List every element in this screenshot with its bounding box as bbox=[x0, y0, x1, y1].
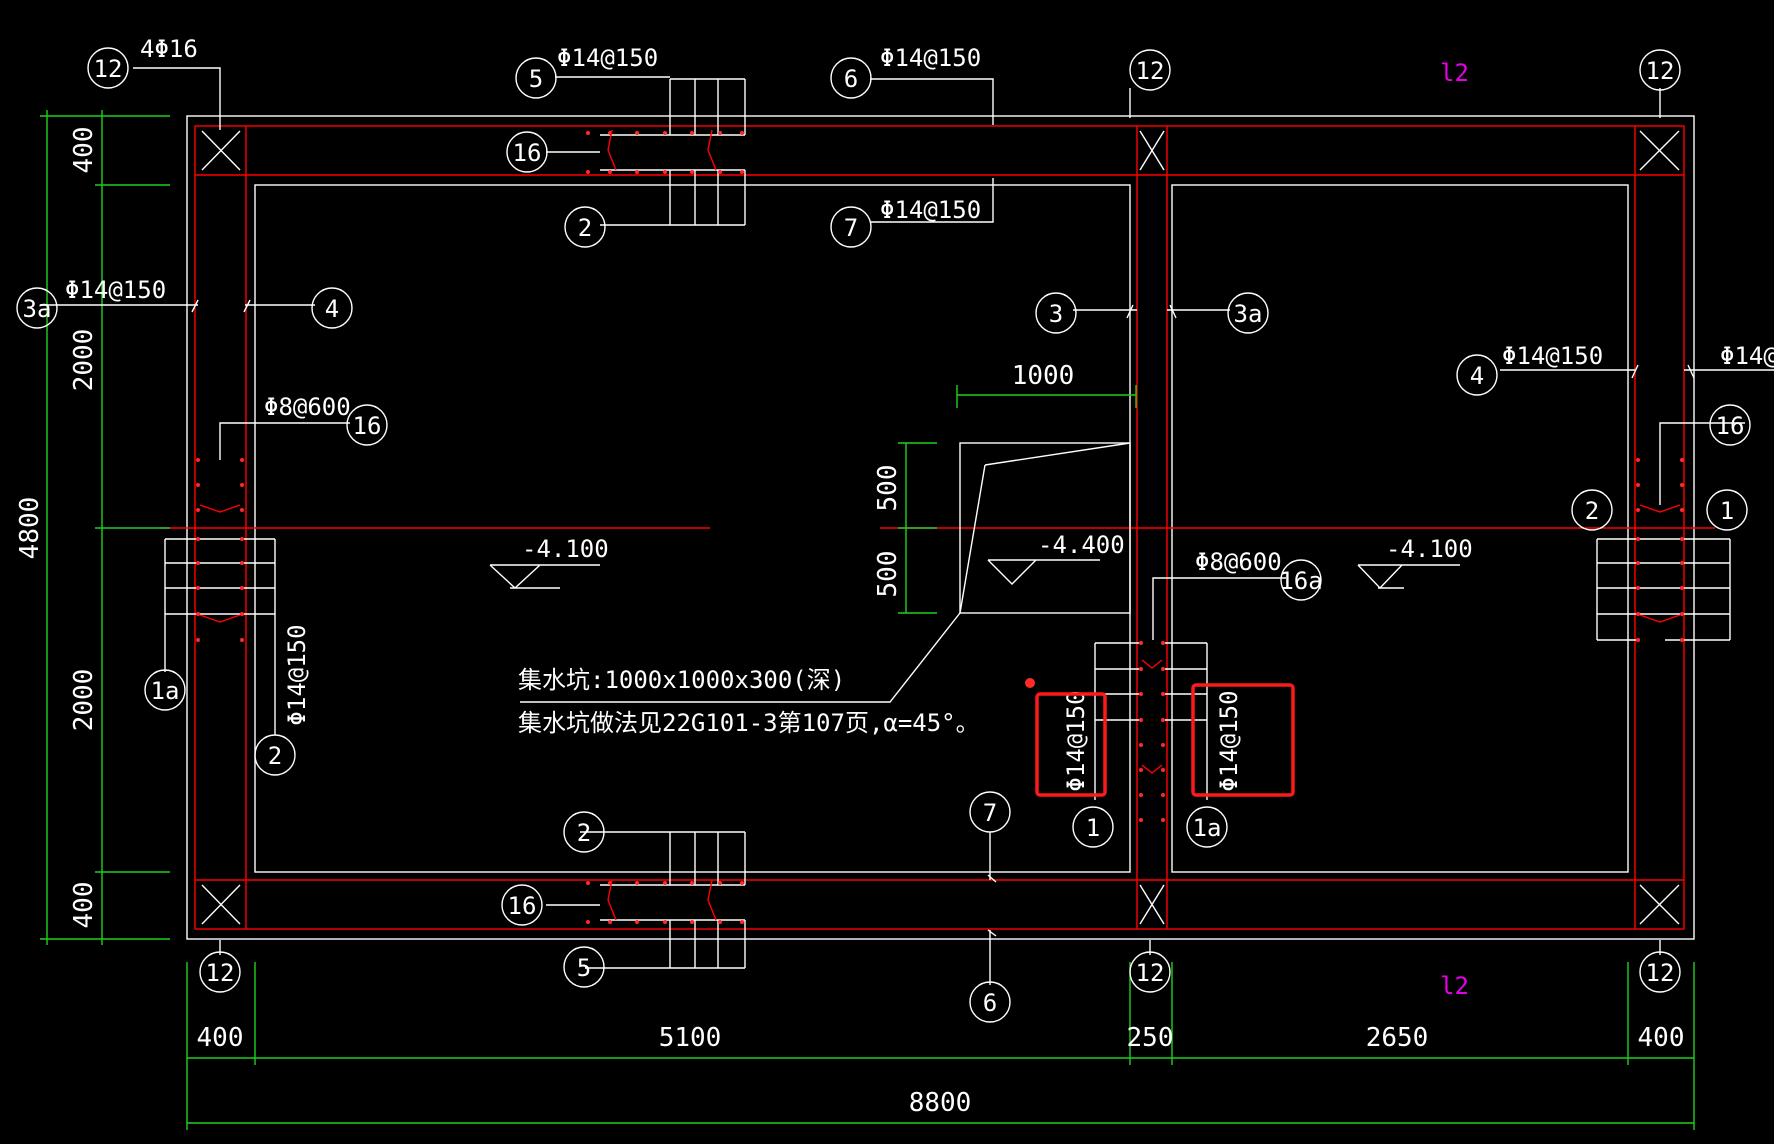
rebar-details bbox=[164, 78, 1731, 969]
spec-right-4: Φ14@150 bbox=[1502, 342, 1603, 370]
axis-label-top: l2 bbox=[1440, 59, 1469, 87]
dim-left-total: 4800 bbox=[15, 497, 45, 560]
dim-left-2000-bottom: 2000 bbox=[69, 669, 99, 732]
bar-mark-numbers: 12 12 12 12 12 12 5 16 2 6 7 3a 4 16 1a … bbox=[23, 55, 1745, 1017]
dim-pit-height-upper: 500 bbox=[873, 465, 903, 512]
mark-4-right: 4 bbox=[1470, 362, 1484, 390]
bar-mark-circles bbox=[16, 47, 1751, 1023]
mark-5-top: 5 bbox=[529, 65, 543, 93]
spec-top-6: Φ14@150 bbox=[880, 44, 981, 72]
spec-left-2-vertical: Φ14@150 bbox=[283, 624, 311, 725]
mark-3a-left: 3a bbox=[23, 295, 52, 323]
spec-tie-left: Φ8@600 bbox=[264, 393, 351, 421]
spec-mid-1-vertical: Φ14@150 bbox=[1062, 690, 1090, 791]
column-cross-marks bbox=[201, 130, 1680, 925]
mark-16-left: 16 bbox=[353, 412, 382, 440]
dim-bottom-400-left: 400 bbox=[197, 1023, 244, 1053]
mark-1a-middle: 1a bbox=[1193, 814, 1222, 842]
spec-top-5: Φ14@150 bbox=[557, 44, 658, 72]
mark-2-top: 2 bbox=[578, 214, 592, 242]
mark-6-bottom: 6 bbox=[983, 989, 997, 1017]
highlight-box-left bbox=[1035, 692, 1107, 797]
mark-2-bottom: 2 bbox=[577, 819, 591, 847]
spec-left-3a: Φ14@150 bbox=[65, 276, 166, 304]
mark-5-bottom: 5 bbox=[577, 954, 591, 982]
dim-left-2000-top: 2000 bbox=[69, 329, 99, 392]
elevation-pit: -4.400 bbox=[1038, 531, 1125, 559]
mark-3a-middle: 3a bbox=[1234, 300, 1263, 328]
mark-1a-left: 1a bbox=[151, 677, 180, 705]
dim-bottom-5100: 5100 bbox=[659, 1023, 722, 1053]
leader-lines bbox=[40, 67, 1774, 985]
mark-7-top: 7 bbox=[844, 214, 858, 242]
dimension-texts: 400 2000 2000 400 4800 400 5100 250 2650… bbox=[15, 127, 1684, 1118]
rebar-spec-texts: 4Φ16 Φ14@150 Φ14@150 Φ14@150 Φ14@150 Φ14… bbox=[65, 35, 1774, 792]
elevation-markers: -4.100 -4.400 -4.100 bbox=[489, 531, 1473, 590]
beam-lines bbox=[160, 125, 1715, 930]
mark-16-top: 16 bbox=[513, 139, 542, 167]
mark-16-right: 16 bbox=[1716, 412, 1745, 440]
mark-3-middle: 3 bbox=[1049, 300, 1063, 328]
mark-16-bottom: 16 bbox=[508, 892, 537, 920]
mark-1-right: 1 bbox=[1720, 497, 1734, 525]
note-line-1: 集水坑:1000x1000x300(深) bbox=[518, 666, 845, 694]
mark-6-top: 6 bbox=[844, 65, 858, 93]
dim-pit-width: 1000 bbox=[1012, 361, 1075, 391]
dim-left-400-top: 400 bbox=[69, 127, 99, 174]
axis-label-bottom: l2 bbox=[1440, 972, 1469, 1000]
dim-bottom-total: 8800 bbox=[909, 1088, 972, 1118]
spec-mid-1a-vertical: Φ14@150 bbox=[1215, 690, 1243, 791]
spec-tie-mid: Φ8@600 bbox=[1195, 548, 1282, 576]
dim-bottom-2650: 2650 bbox=[1366, 1023, 1429, 1053]
mark-12-top-left: 12 bbox=[94, 55, 123, 83]
mark-12-bottom-middle: 12 bbox=[1136, 959, 1165, 987]
dimension-lines bbox=[40, 110, 1695, 1130]
dim-bottom-250: 250 bbox=[1127, 1023, 1174, 1053]
dim-pit-height-lower: 500 bbox=[873, 551, 903, 598]
mark-12-top-middle: 12 bbox=[1136, 57, 1165, 85]
spec-top-7: Φ14@150 bbox=[880, 196, 981, 224]
mark-12-bottom-right: 12 bbox=[1646, 959, 1675, 987]
mark-4-left: 4 bbox=[325, 295, 339, 323]
mark-2-left: 2 bbox=[268, 742, 282, 770]
mark-7-bottom: 7 bbox=[983, 799, 997, 827]
spec-corner: 4Φ16 bbox=[140, 35, 198, 63]
elevation-right: -4.100 bbox=[1386, 535, 1473, 563]
elevation-left: -4.100 bbox=[522, 535, 609, 563]
spec-far-right: Φ14@150 bbox=[1720, 342, 1774, 370]
mark-2-right: 2 bbox=[1585, 497, 1599, 525]
mark-12-top-right: 12 bbox=[1646, 57, 1675, 85]
note-line-2: 集水坑做法见22G101-3第107页,α=45°。 bbox=[518, 709, 980, 737]
mark-12-bottom-left: 12 bbox=[206, 959, 235, 987]
dim-left-400-bottom: 400 bbox=[69, 882, 99, 929]
dim-bottom-400-right: 400 bbox=[1638, 1023, 1685, 1053]
sump-note: 集水坑:1000x1000x300(深) 集水坑做法见22G101-3第107页… bbox=[518, 666, 980, 737]
mark-16a: 16a bbox=[1279, 567, 1322, 595]
highlight-box-right bbox=[1191, 683, 1295, 797]
sump-pit bbox=[520, 442, 1131, 703]
mark-1-middle: 1 bbox=[1086, 814, 1100, 842]
